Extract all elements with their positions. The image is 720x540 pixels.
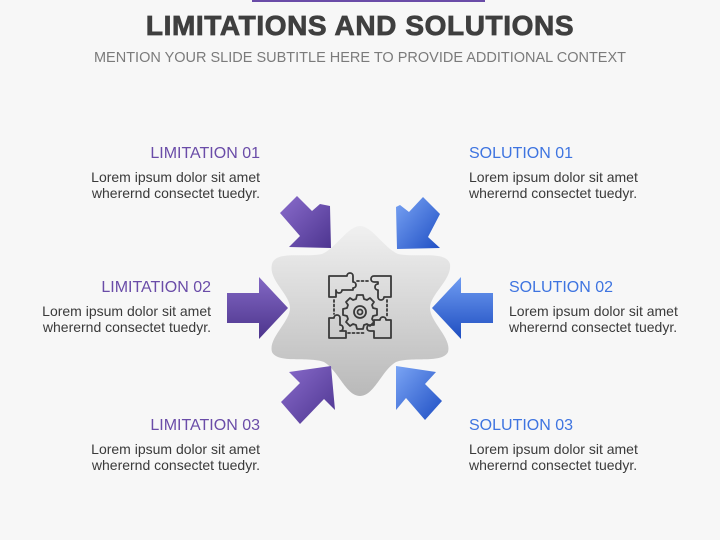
limitation-03-line1: Lorem ipsum dolor sit amet bbox=[91, 441, 260, 457]
limitation-03-line2: wherernd consectet tuedyr. bbox=[91, 457, 260, 473]
limitation-01-line1: Lorem ipsum dolor sit amet bbox=[91, 169, 260, 185]
limitation-01-block: LIMITATION 01 Lorem ipsum dolor sit amet… bbox=[30, 145, 260, 201]
solution-02-line1: Lorem ipsum dolor sit amet bbox=[509, 303, 678, 319]
arrow-solution-01 bbox=[396, 197, 440, 249]
solution-01-line1: Lorem ipsum dolor sit amet bbox=[469, 169, 638, 185]
central-star-shape bbox=[271, 226, 451, 396]
top-accent-bar bbox=[252, 0, 485, 2]
solution-03-line2: wherernd consectet tuedyr. bbox=[469, 457, 638, 473]
arrow-solution-03 bbox=[396, 366, 442, 420]
limitation-02-block: LIMITATION 02 Lorem ipsum dolor sit amet… bbox=[0, 279, 211, 335]
solution-03-heading: SOLUTION 03 bbox=[469, 417, 574, 434]
solution-01-heading: SOLUTION 01 bbox=[469, 145, 574, 162]
arrow-solution-02 bbox=[432, 277, 493, 339]
limitation-03-block: LIMITATION 03 Lorem ipsum dolor sit amet… bbox=[30, 417, 260, 473]
arrow-limitation-01 bbox=[280, 196, 331, 248]
limitation-03-heading: LIMITATION 03 bbox=[150, 417, 260, 434]
limitation-02-line2: wherernd consectet tuedyr. bbox=[42, 319, 211, 335]
arrow-limitation-02 bbox=[227, 277, 288, 339]
puzzle-gear-icon bbox=[328, 272, 392, 339]
limitation-01-heading: LIMITATION 01 bbox=[150, 145, 260, 162]
solution-03-line1: Lorem ipsum dolor sit amet bbox=[469, 441, 638, 457]
limitation-01-line2: wherernd consectet tuedyr. bbox=[91, 185, 260, 201]
arrow-limitation-03 bbox=[281, 366, 335, 424]
limitation-02-heading: LIMITATION 02 bbox=[101, 279, 211, 296]
solution-02-line2: wherernd consectet tuedyr. bbox=[509, 319, 678, 335]
slide-title: LIMITATIONS AND SOLUTIONS bbox=[145, 10, 575, 42]
solution-02-heading: SOLUTION 02 bbox=[509, 279, 614, 296]
solution-01-line2: wherernd consectet tuedyr. bbox=[469, 185, 638, 201]
slide-subtitle: MENTION YOUR SLIDE SUBTITLE HERE TO PROV… bbox=[93, 50, 627, 66]
limitation-02-line1: Lorem ipsum dolor sit amet bbox=[42, 303, 211, 319]
